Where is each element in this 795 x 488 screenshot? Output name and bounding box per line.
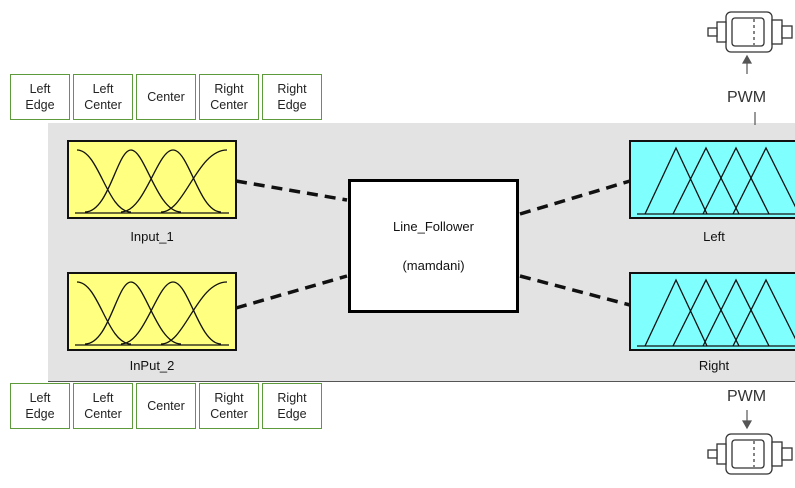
output-right-triangular-mfs <box>637 278 795 347</box>
pwm-label-bottom: PWM <box>727 388 767 405</box>
mf-label-center: Center <box>136 383 196 429</box>
link-input-2 <box>235 274 348 310</box>
mf-label-center: Center <box>136 74 196 120</box>
pwm-top-arrowhead <box>741 54 753 64</box>
mf-label-left-edge: Left Edge <box>10 383 70 429</box>
mf-label-right-center: Right Center <box>199 74 259 120</box>
output-right-label: Right <box>698 358 730 373</box>
output-left-triangular-mfs <box>637 146 795 215</box>
motor-icon-bottom <box>707 433 793 475</box>
mf-label-left-edge: Left Edge <box>10 74 70 120</box>
mf-label-right-edge: Right Edge <box>262 74 322 120</box>
pwm-label-top: PWM <box>727 89 767 106</box>
output-left-mf-block[interactable] <box>629 140 795 219</box>
link-output-right <box>519 274 631 307</box>
link-output-left <box>519 179 631 216</box>
mf-label-left-center: Left Center <box>73 74 133 120</box>
input-2-gaussian-mfs <box>75 281 229 346</box>
engine-name: Line_Follower <box>393 219 474 234</box>
inference-engine-block[interactable]: Line_Follower (mamdani) <box>348 179 519 313</box>
pwm-bottom-arrowhead <box>741 420 753 430</box>
mf-label-right-center: Right Center <box>199 383 259 429</box>
input-1-gaussian-mfs <box>75 149 229 214</box>
input-1-mf-labels: Left Edge Left Center Center Right Cente… <box>10 74 322 120</box>
input-2-mf-labels: Left Edge Left Center Center Right Cente… <box>10 383 322 429</box>
output-left-label: Left <box>703 229 725 244</box>
mf-label-right-edge: Right Edge <box>262 383 322 429</box>
input-1-mf-block[interactable] <box>67 140 237 219</box>
input-2-label: InPut_2 <box>129 358 175 373</box>
mf-label-left-center: Left Center <box>73 383 133 429</box>
input-1-label: Input_1 <box>130 229 174 244</box>
link-input-1 <box>235 179 348 202</box>
motor-icon-top <box>707 11 793 53</box>
input-2-mf-block[interactable] <box>67 272 237 351</box>
output-right-mf-block[interactable] <box>629 272 795 351</box>
engine-type: (mamdani) <box>402 258 465 273</box>
